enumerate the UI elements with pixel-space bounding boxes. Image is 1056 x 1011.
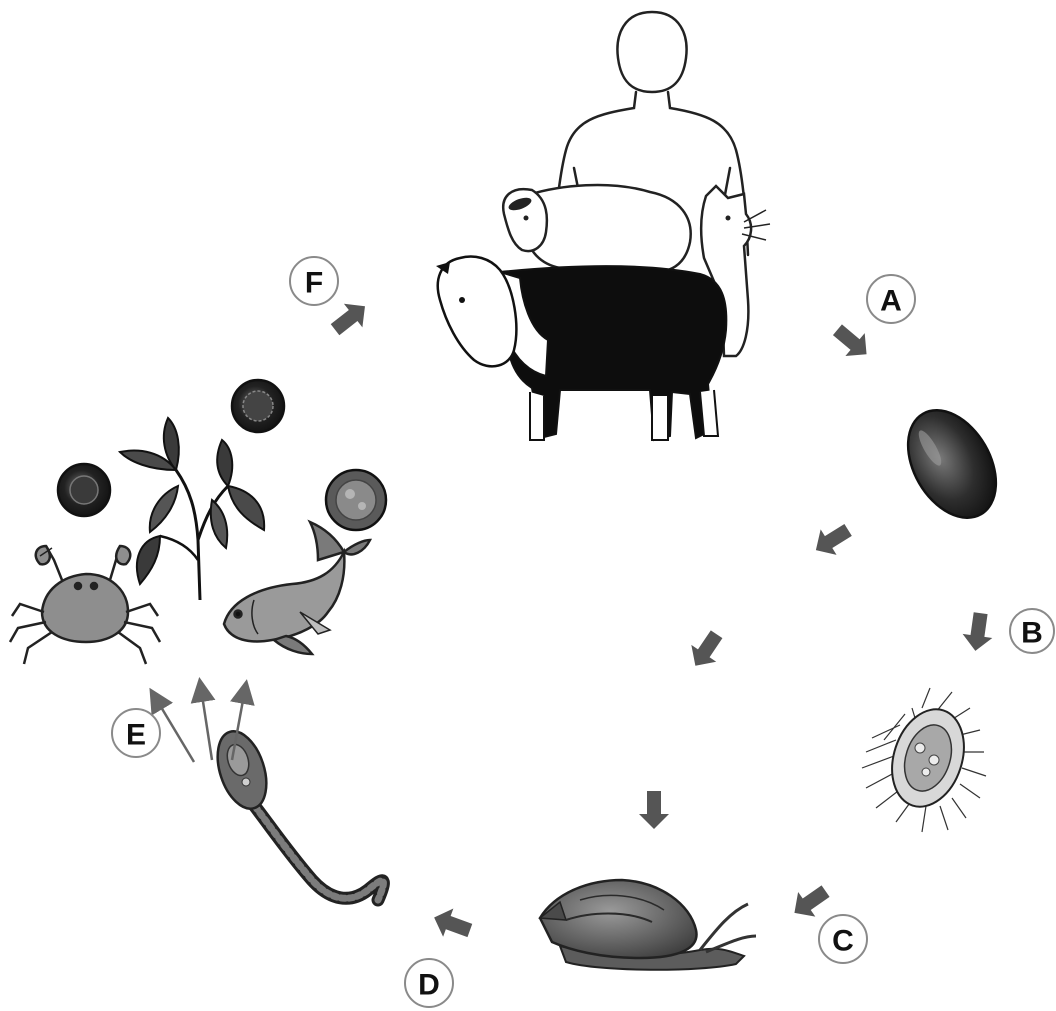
cow-icon (436, 257, 726, 441)
arrow-b (961, 611, 996, 653)
metacercaria-cyst-icon (326, 470, 386, 530)
arrow-f (326, 294, 374, 341)
miracidium-icon (862, 688, 986, 832)
snail-icon (540, 880, 756, 970)
arrow-egg-to-snail-2 (683, 626, 729, 674)
stage-label-a: A (867, 275, 915, 323)
stage-label-c: C (819, 915, 867, 963)
stage-label-f-text: F (305, 267, 323, 300)
arrow-a (828, 318, 876, 365)
stage-label-a-text: A (880, 285, 902, 318)
stage-label-c-text: C (832, 925, 854, 958)
stage-label-f: F (290, 257, 338, 305)
arrow-c (786, 879, 834, 925)
egg-icon (890, 395, 1014, 533)
fish-icon (224, 522, 370, 654)
definitive-hosts-icon (436, 12, 770, 440)
stage-label-b-text: B (1021, 617, 1043, 650)
stage-label-d: D (405, 959, 453, 1007)
stage-label-b: B (1010, 609, 1054, 653)
metacercaria-cyst-icon (58, 464, 110, 516)
metacercaria-cyst-icon (232, 380, 284, 432)
cercaria-icon (209, 725, 384, 900)
stage-label-e-text: E (126, 719, 146, 752)
arrow-egg-to-snail-1 (808, 517, 856, 563)
arrow-d (429, 903, 475, 944)
thin-arrow-to-plant (200, 682, 212, 760)
arrow-egg-to-snail-3 (639, 791, 669, 829)
stage-label-d-text: D (418, 969, 440, 1002)
aquatic-plant-icon (120, 418, 264, 600)
stage-label-e: E (112, 709, 160, 757)
